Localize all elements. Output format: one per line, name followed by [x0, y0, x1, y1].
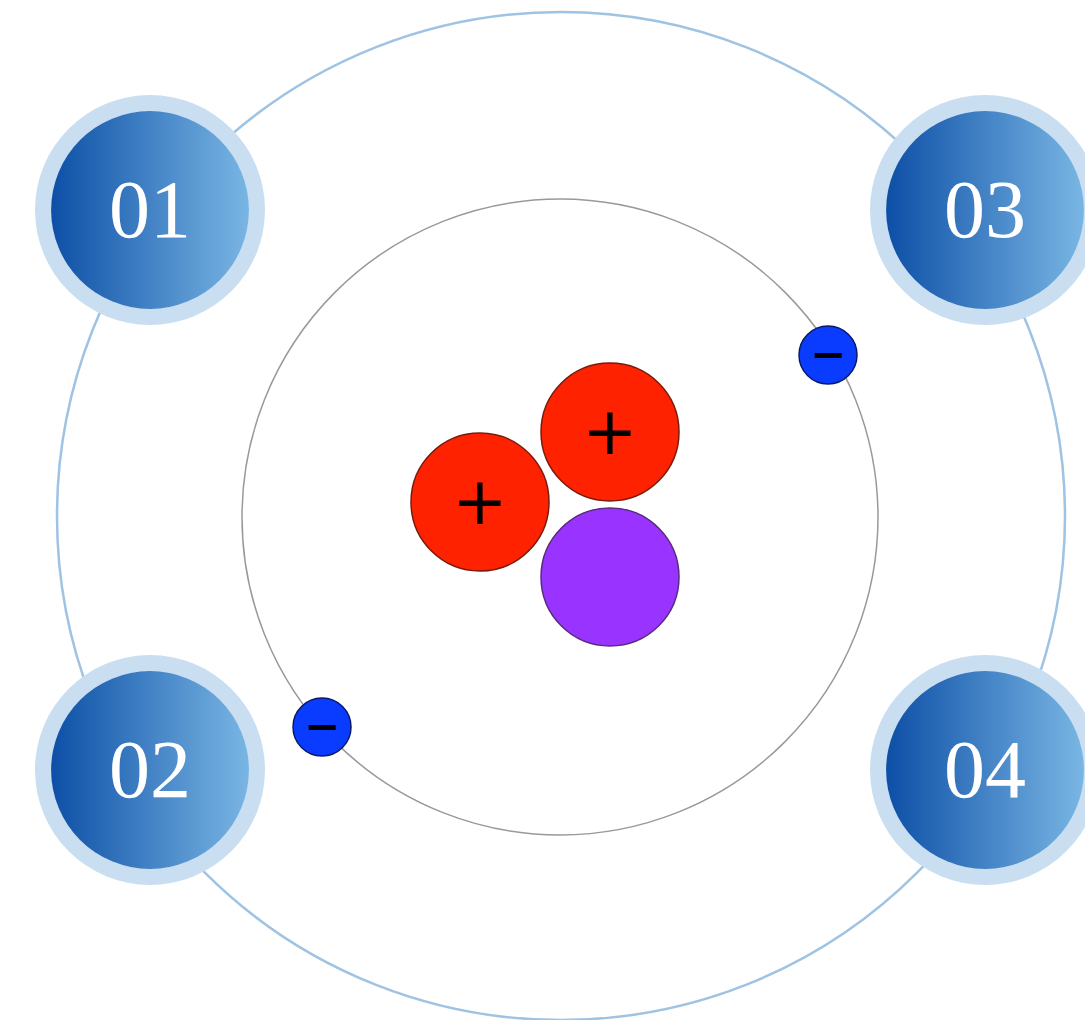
- callout-number: 02: [109, 729, 191, 811]
- inner-disc: [886, 671, 1084, 869]
- proton-disc: [541, 363, 679, 501]
- inner-disc: [886, 111, 1084, 309]
- outer-halo: [870, 95, 1085, 325]
- number-circle: 03: [870, 95, 1085, 325]
- callout-number: 03: [944, 169, 1026, 251]
- outer-halo: [35, 655, 265, 885]
- electron-disc: [799, 326, 857, 384]
- callout-number: 04: [944, 729, 1026, 811]
- number-circle: 04: [870, 655, 1085, 885]
- number-circle: 02: [35, 655, 265, 885]
- charge-sign: −: [810, 333, 846, 376]
- proton: +: [410, 432, 550, 572]
- proton-disc: [411, 433, 549, 571]
- inner-disc: [51, 671, 249, 869]
- charge-sign: −: [304, 705, 340, 748]
- callout-number: 01: [109, 169, 191, 251]
- electron: −: [798, 325, 858, 385]
- charge-sign: +: [582, 399, 637, 465]
- electron: −: [292, 697, 352, 757]
- neutron: [541, 508, 679, 646]
- electron-orbit: [242, 199, 878, 835]
- inner-disc: [51, 111, 249, 309]
- charge-sign: +: [452, 469, 507, 535]
- outer-halo: [870, 655, 1085, 885]
- proton: +: [540, 362, 680, 502]
- outer-halo: [35, 95, 265, 325]
- electron-disc: [293, 698, 351, 756]
- number-circle: 01: [35, 95, 265, 325]
